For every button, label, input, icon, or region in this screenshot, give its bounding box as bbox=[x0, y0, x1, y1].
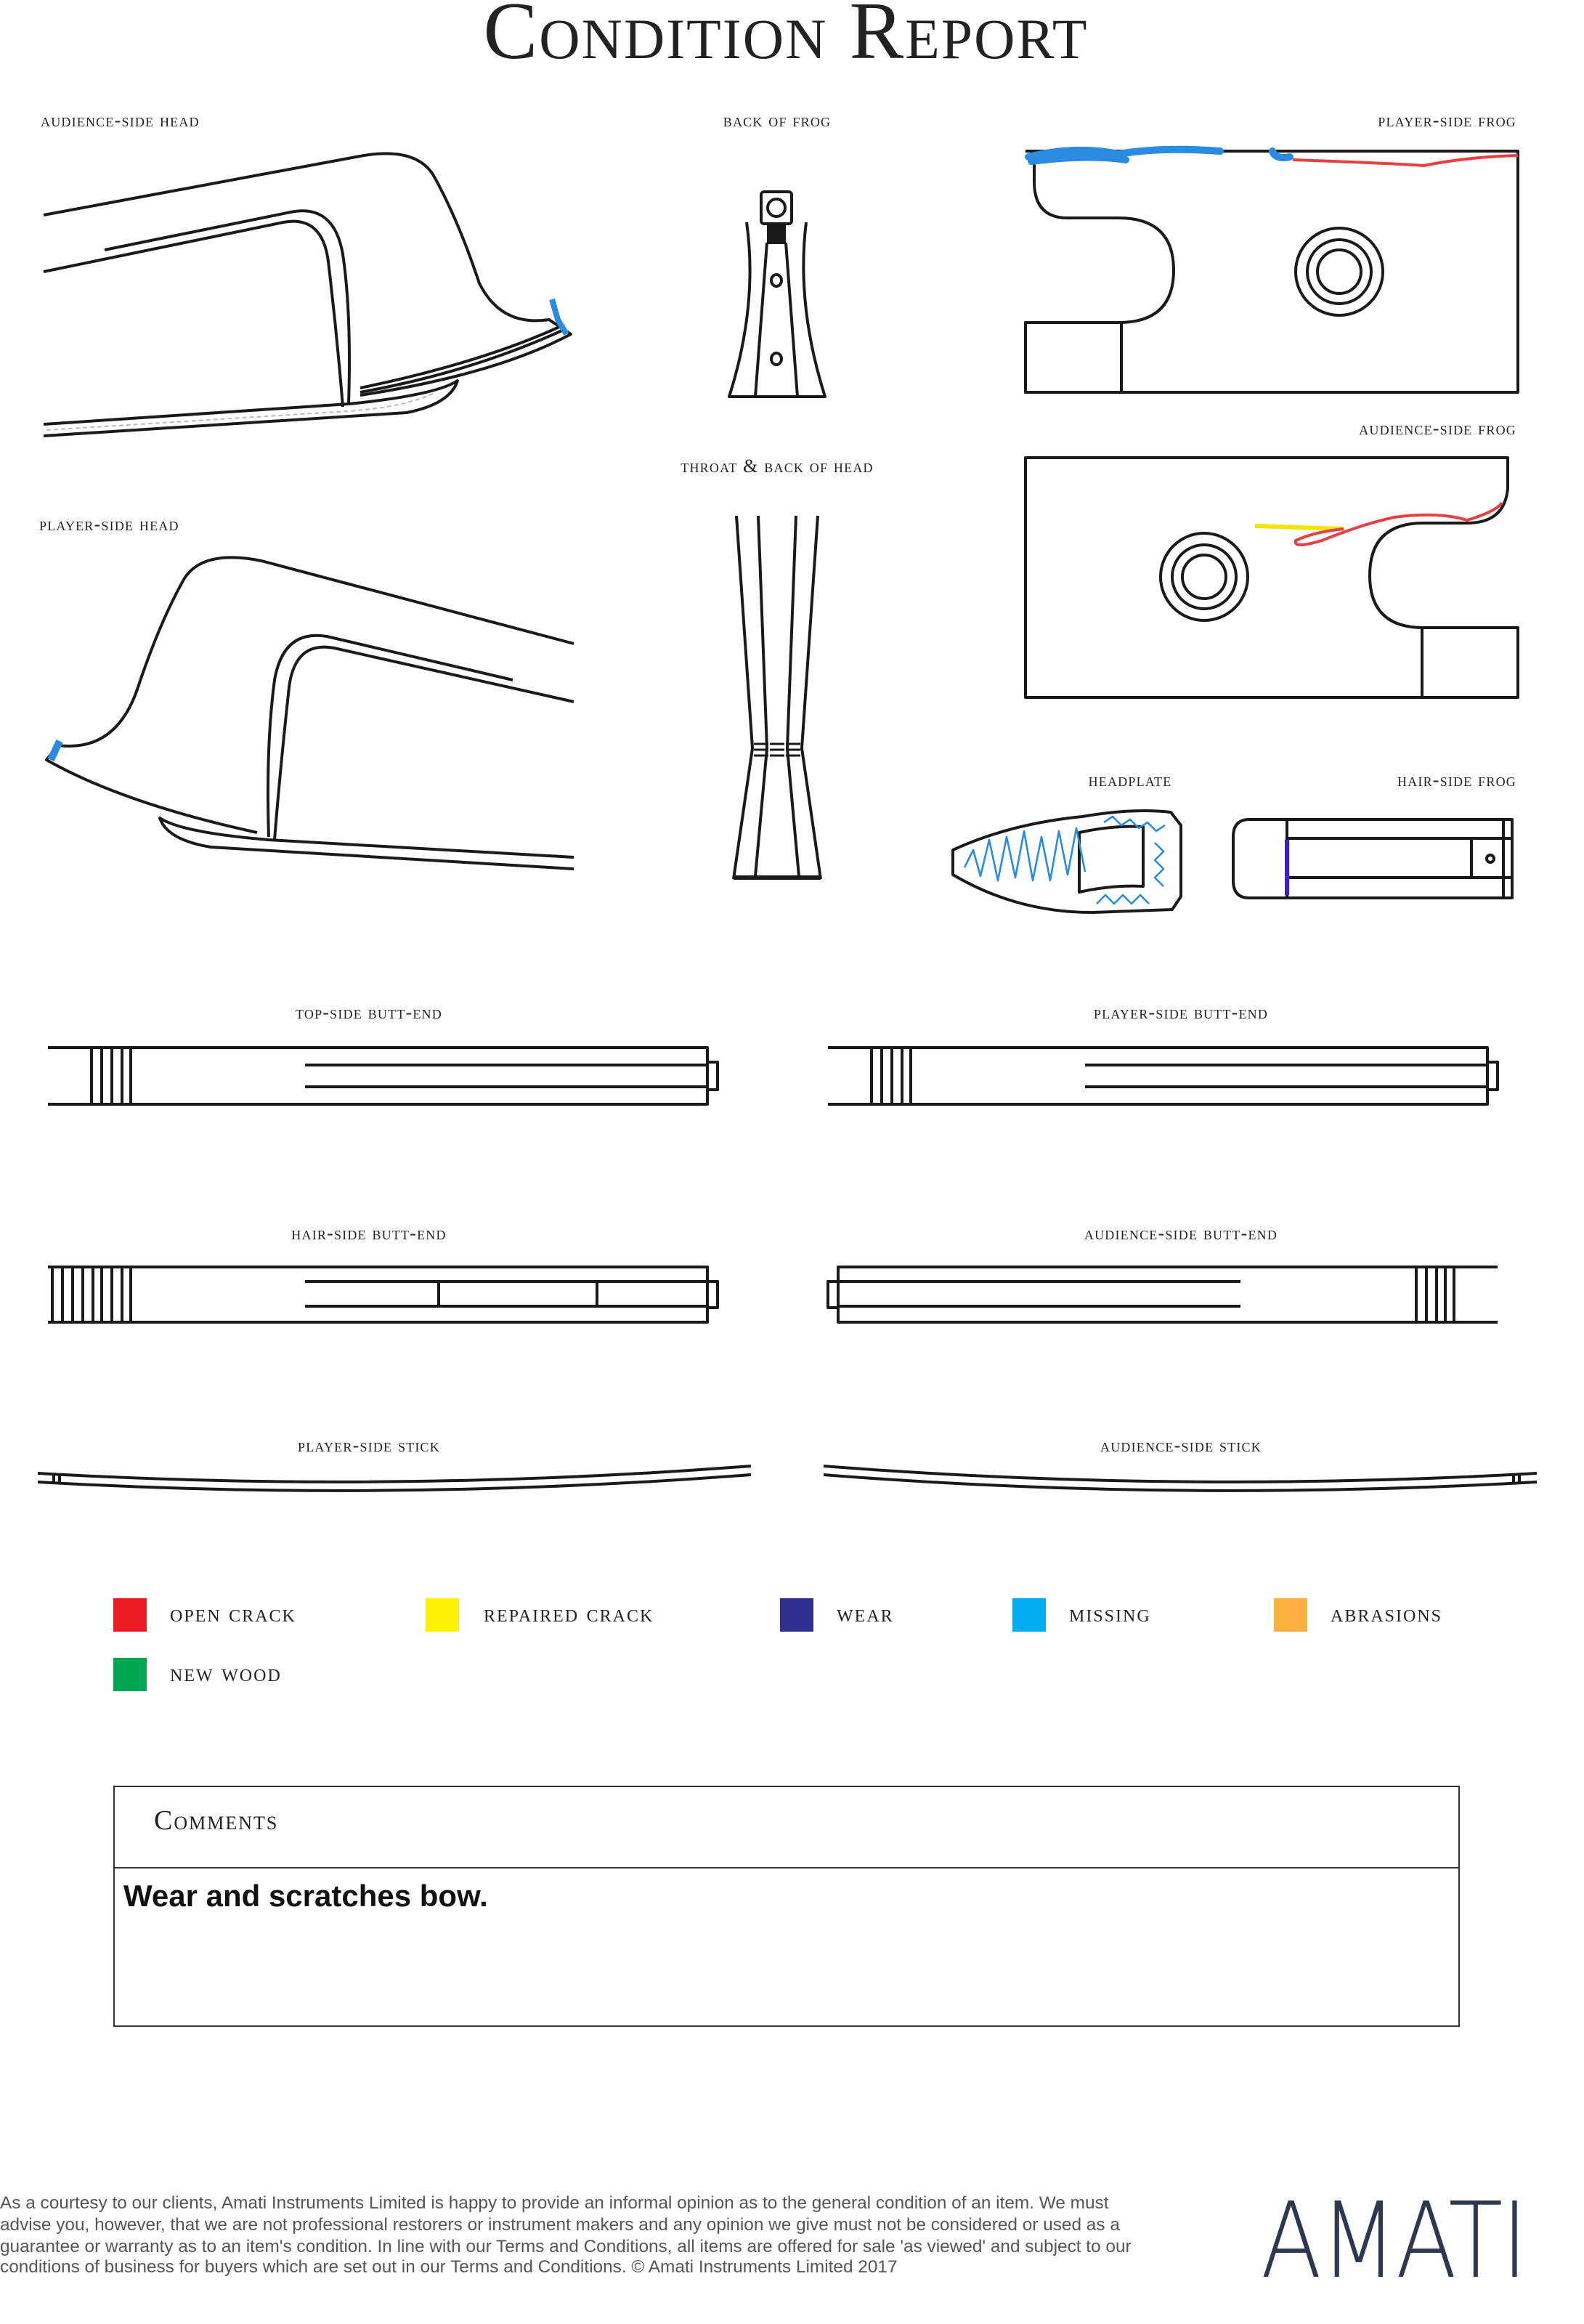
label-hair-side-frog: Hair-side frog bbox=[1397, 769, 1516, 790]
label-audience-side-head: Audience-side head bbox=[41, 109, 200, 131]
top-side-butt-end-drawing bbox=[48, 1046, 719, 1106]
player-side-stick-drawing bbox=[37, 1465, 752, 1492]
label-hair-side-butt-end: Hair-side butt-end bbox=[291, 1222, 447, 1244]
label-player-side-stick: Player-side stick bbox=[298, 1434, 440, 1456]
legend-swatch-open-crack bbox=[113, 1598, 147, 1632]
amati-logo: AMATI bbox=[1261, 2179, 1528, 2301]
throat-back-of-head-drawing bbox=[732, 515, 822, 880]
comments-box: Comments Wear and scratches bow. bbox=[113, 1786, 1460, 2027]
label-player-side-head: Player-side head bbox=[39, 513, 179, 535]
legend-swatch-repaired-crack bbox=[426, 1598, 459, 1632]
audience-side-stick-drawing bbox=[823, 1465, 1538, 1492]
label-back-of-frog: Back of frog bbox=[723, 109, 832, 131]
legend-label-wear: Wear bbox=[837, 1600, 894, 1627]
label-top-side-butt-end: Top-side butt-end bbox=[296, 1001, 442, 1023]
back-of-frog-drawing bbox=[728, 190, 826, 398]
footer-disclaimer: As a courtesy to our clients, Amati Inst… bbox=[0, 2193, 1132, 2278]
label-audience-side-frog: Audience-side frog bbox=[1359, 417, 1516, 439]
legend-swatch-missing bbox=[1012, 1598, 1046, 1632]
label-player-side-frog: Player-side frog bbox=[1378, 109, 1516, 131]
legend-swatch-new-wood bbox=[113, 1658, 147, 1691]
hair-side-butt-end-drawing bbox=[48, 1266, 719, 1324]
audience-side-frog-drawing bbox=[1024, 456, 1519, 699]
legend-label-repaired-crack: Repaired crack bbox=[484, 1600, 654, 1627]
legend-swatch-wear bbox=[780, 1598, 813, 1632]
player-side-frog-drawing bbox=[1024, 145, 1519, 394]
label-audience-side-butt-end: Audience-side butt-end bbox=[1084, 1222, 1278, 1244]
legend-label-missing: Missing bbox=[1069, 1600, 1151, 1627]
player-side-head-drawing bbox=[45, 556, 574, 870]
label-headplate: Headplate bbox=[1088, 769, 1172, 790]
page-title: Condition Report bbox=[483, 0, 1089, 77]
audience-side-head-drawing bbox=[43, 152, 572, 437]
comments-text: Wear and scratches bow. bbox=[123, 1880, 488, 1914]
audience-side-butt-end-drawing bbox=[826, 1266, 1498, 1324]
legend-label-new-wood: New wood bbox=[170, 1659, 282, 1687]
label-throat-back-of-head: Throat & back of head bbox=[681, 455, 874, 477]
comments-heading: Comments bbox=[154, 1806, 279, 1837]
legend-label-abrasions: Abrasions bbox=[1331, 1600, 1443, 1627]
legend-label-open-crack: Open crack bbox=[170, 1600, 296, 1627]
legend-swatch-abrasions bbox=[1274, 1598, 1307, 1632]
player-side-butt-end-drawing bbox=[828, 1046, 1499, 1106]
hair-side-frog-drawing bbox=[1232, 818, 1514, 899]
label-audience-side-stick: Audience-side stick bbox=[1100, 1434, 1262, 1456]
label-player-side-butt-end: Player-side butt-end bbox=[1093, 1001, 1269, 1023]
headplate-drawing bbox=[951, 809, 1182, 914]
